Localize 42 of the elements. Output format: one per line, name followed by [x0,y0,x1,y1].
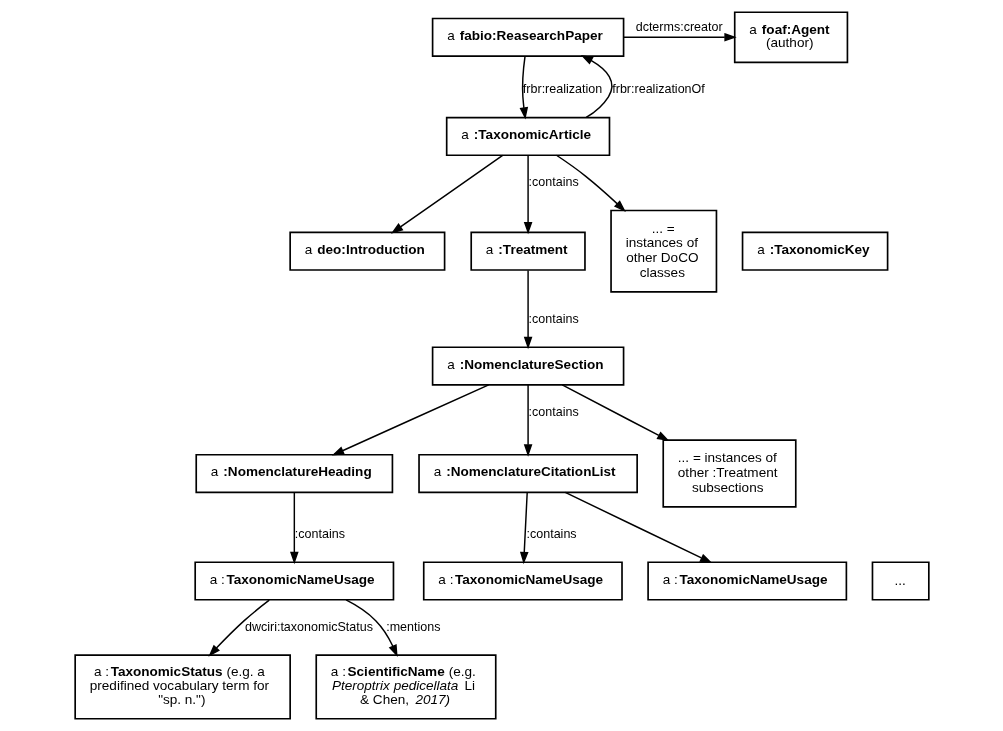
node-box: a :TaxonomicNameUsage [422,561,623,601]
arrow [622,33,737,42]
edge-label: :contains [528,175,579,190]
arrow [523,269,532,350]
arrow [344,599,398,657]
arrow [519,55,528,120]
node-box: ... = instances of other DoCO classes [609,209,717,293]
node-box: a :TaxonomicNameUsage [193,561,394,601]
node-box: ... = instances of other :Treatment subsections [661,439,797,508]
node-box: a :TaxonomicKey [741,231,888,271]
edge-label: :contains [528,404,579,419]
node-box: a :Treatment [469,231,586,271]
edge-label: :contains [526,526,577,541]
node-box: ... [871,561,930,601]
arrow [523,384,532,457]
arrow [289,491,299,565]
node-box: a :NomenclatureHeading [194,453,393,494]
node-box: a deo:Introduction [288,231,445,271]
node-box: a :NomenclatureSection [431,346,624,386]
arrow [580,55,613,119]
edge-label: frbr:realization [522,82,602,97]
edge-label: dcterms:creator [635,19,723,34]
node-box: a :TaxonomicNameUsage [646,561,847,601]
node-box: a :NomenclatureCitationList [417,453,638,494]
arrow [523,154,532,235]
edge-label: frbr:realizationOf [611,82,705,97]
node-box: a fabio:ReasearchPaper [431,17,624,57]
arrow [561,384,669,441]
arrow [555,154,626,212]
arrow [390,154,503,234]
arrow [519,491,529,565]
edge-label: :contains [528,311,579,326]
edge-label: :contains [294,526,345,541]
edge-label: :mentions [385,619,440,634]
node-box: a foaf:Agent (author) [733,11,848,64]
node-box: a :TaxonomicArticle [445,116,610,157]
arrow [331,384,489,456]
node-box: a :TaxonomicStatus (e.g. a predifined vocabulary term for "sp. n.") [73,654,291,720]
node-box: a :ScientificName (e.g. Pteroptrix pedicellata Li & Chen, 2017) [314,654,497,720]
arrow [564,491,712,564]
edge-label: dwciri:taxonomicStatus [244,619,373,634]
arrow [207,599,270,657]
